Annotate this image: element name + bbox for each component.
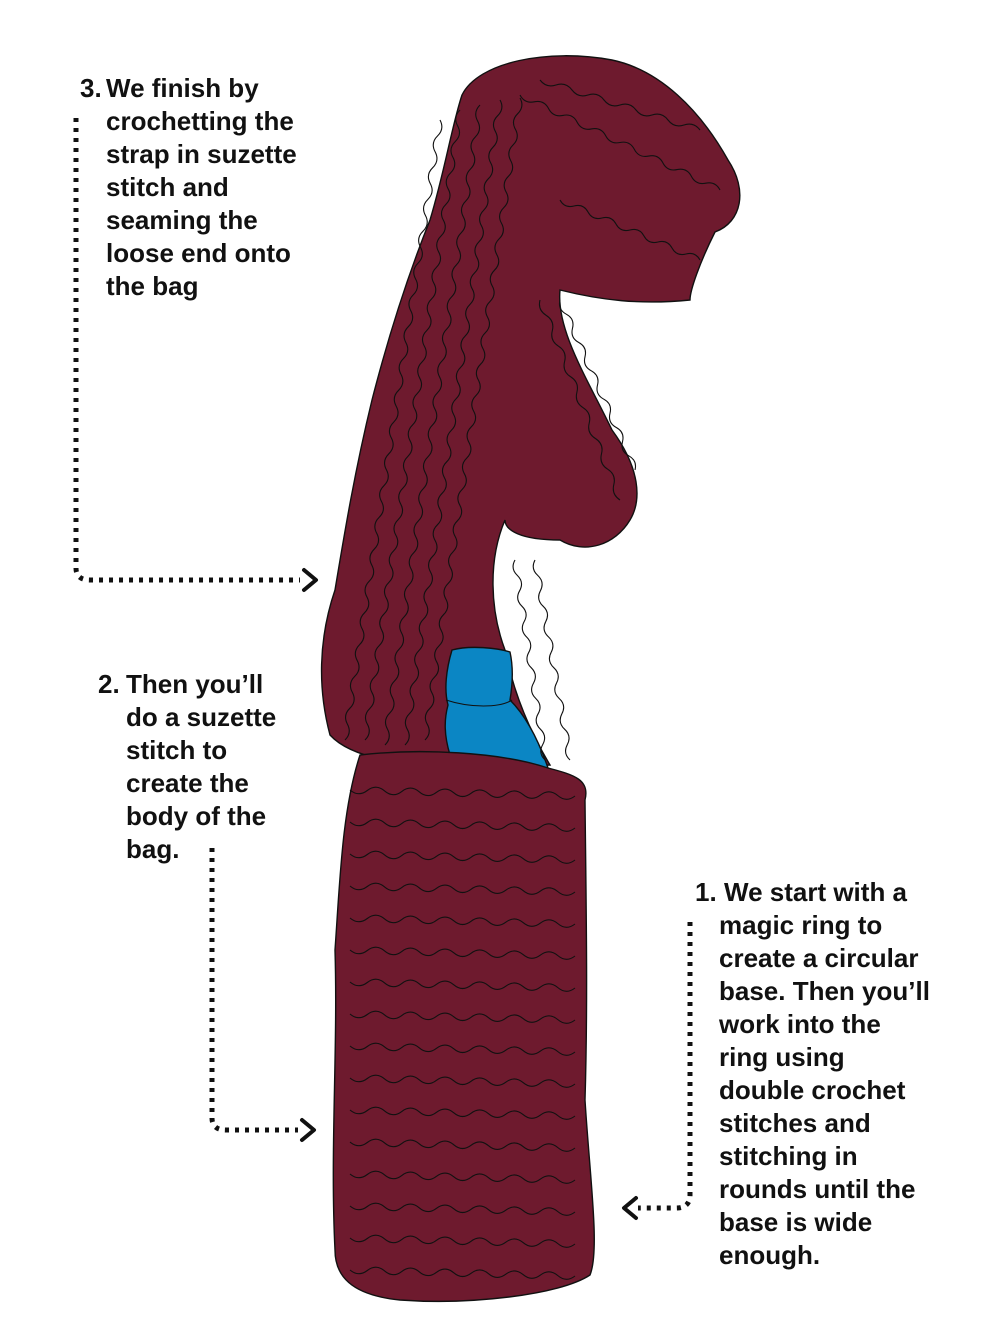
step-3-text: We finish by crochetting the strap in su… <box>106 73 297 301</box>
body-stitch-row <box>349 1042 576 1056</box>
step-2-arrow-line <box>209 848 298 1133</box>
step-1-arrowhead <box>622 1196 638 1220</box>
step-3-arrowhead <box>302 568 318 592</box>
body-stitch-row <box>349 946 576 960</box>
strap-ridge <box>424 97 523 741</box>
strap-ridge <box>404 99 503 746</box>
body-stitch-row <box>349 786 576 800</box>
bag-lining <box>444 646 550 769</box>
body-stitch-row <box>349 882 576 896</box>
annotation-arrows <box>73 118 693 1220</box>
body-stitch-row <box>349 1074 576 1088</box>
strap-ridge <box>532 559 571 761</box>
step-1-number: 1. <box>695 877 717 907</box>
strap-ridge <box>558 299 637 471</box>
step-1-text: magic ring to create a circular base. Th… <box>719 910 930 1270</box>
strap-ridge <box>512 559 546 761</box>
body-stitch-row <box>349 1234 576 1248</box>
step-3-number: 3. <box>80 73 102 103</box>
step-1-annotation: 1. We start with a magic ring to create … <box>695 876 955 1272</box>
step-3-arrow-line <box>73 118 300 583</box>
bag-body <box>332 751 595 1302</box>
strap-ridge <box>344 119 443 741</box>
body-stitch-row <box>349 1010 576 1024</box>
step-1-first-line: We start with a <box>724 877 908 907</box>
bag-strap <box>320 55 741 768</box>
step-2-text: Then you’ll do a suzette stitch to creat… <box>126 669 277 864</box>
body-stitch-row <box>349 1170 576 1184</box>
body-stitch-row <box>349 1266 576 1280</box>
body-stitch-row <box>349 914 576 928</box>
strap-ridge <box>384 104 481 746</box>
step-2-annotation: 2. Then you’ll do a suzette stitch to cr… <box>98 668 318 866</box>
step-2-arrowhead <box>300 1118 316 1142</box>
body-stitch-row <box>349 1106 576 1120</box>
strap-ridge <box>538 299 621 501</box>
strap-ridge <box>364 109 461 741</box>
strap-ridge <box>519 94 721 191</box>
body-stitch-row <box>349 978 576 992</box>
step-1-arrow-line <box>638 922 693 1211</box>
strap-ridge <box>559 199 701 261</box>
step-3-annotation: 3. We finish by crochetting the strap in… <box>80 72 340 303</box>
body-stitch-row <box>349 1138 576 1152</box>
yarn-texture <box>344 79 721 1280</box>
lining-fold <box>445 699 513 707</box>
body-stitch-row <box>349 1202 576 1216</box>
body-stitch-row <box>349 850 576 864</box>
step-2-number: 2. <box>98 669 120 699</box>
strap-ridge <box>539 79 701 131</box>
body-stitch-row <box>349 818 576 832</box>
